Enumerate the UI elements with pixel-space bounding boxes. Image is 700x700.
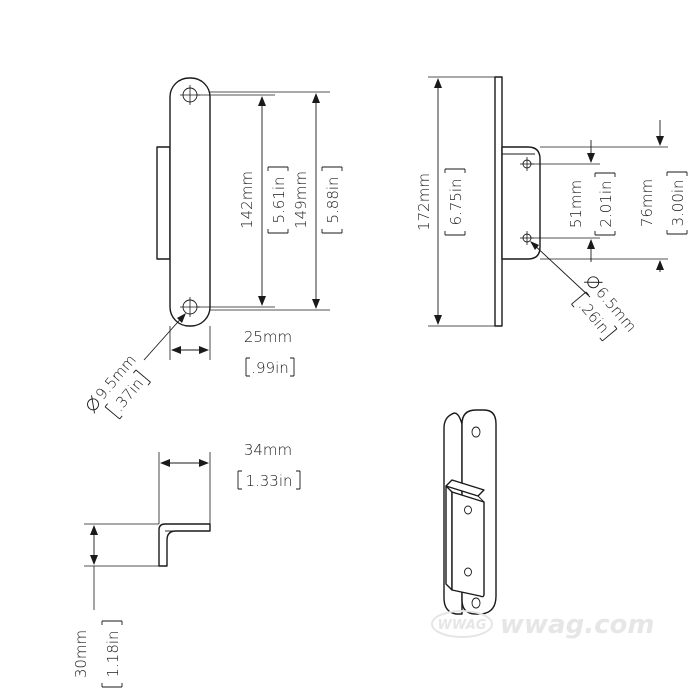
watermark-text: wwag.com (500, 610, 654, 640)
side-height-in: 6.75in (447, 178, 465, 225)
dim-top-height-in: 1.18in (101, 620, 123, 688)
side-view (428, 76, 668, 327)
iso-mount-top (445, 479, 485, 497)
iso-hole-2 (464, 505, 472, 515)
diameter-symbol-icon (87, 398, 99, 411)
front-hole-spacing-in: 5.61in (270, 176, 288, 223)
side-height-mm: 172mm (415, 173, 433, 231)
top-height-mm: 30mm (72, 630, 90, 678)
side-tab-length-mm: 76mm (638, 179, 656, 227)
front-overall-in: 5.88in (324, 176, 342, 223)
front-view-plate (169, 77, 211, 327)
dim-side-tab-length: 76mm (638, 179, 656, 227)
watermark-logo: WWAG (438, 618, 487, 633)
dim-front-hole-spacing: 142mm (238, 171, 256, 229)
watermark: WWAG wwag.com (431, 610, 654, 640)
dim-front-width-in: .99in (245, 357, 295, 377)
front-overall-mm: 149mm (292, 171, 310, 229)
front-view (143, 77, 330, 361)
watermark-logo-icon (431, 610, 493, 638)
diameter-symbol-icon-2 (587, 276, 600, 289)
front-width-mm: 25mm (244, 328, 292, 346)
side-view-plate-edge (494, 76, 503, 327)
dim-side-height: 172mm (415, 173, 433, 231)
isometric-view (443, 409, 497, 615)
side-tab-length-in: 3.00in (669, 179, 687, 226)
iso-mount-face (451, 491, 485, 598)
iso-hole-4 (471, 597, 481, 609)
dim-side-height-in: 6.75in (444, 168, 466, 236)
side-hole-spacing-in: 2.01in (597, 180, 615, 227)
front-view-mount-plate (156, 146, 171, 260)
iso-hole-3 (464, 567, 472, 577)
top-view-profile (158, 523, 211, 567)
top-depth-in: 1.33in (245, 472, 292, 490)
front-width-in: .99in (251, 359, 289, 377)
dim-side-hole-spacing-in: 2.01in (594, 172, 616, 236)
top-height-in: 1.18in (104, 630, 122, 677)
top-view (84, 452, 211, 610)
front-hole-spacing-mm: 142mm (238, 171, 256, 229)
top-depth-mm: 34mm (244, 441, 292, 459)
dim-top-depth-in: 1.33in (237, 470, 301, 490)
dim-front-hole-spacing-in: 5.61in (267, 166, 289, 234)
dim-side-hole-spacing: 51mm (567, 180, 585, 228)
dim-front-overall: 149mm (292, 171, 310, 229)
dim-side-tab-length-in: 3.00in (666, 171, 688, 235)
side-hole-spacing-mm: 51mm (567, 180, 585, 228)
dim-top-height: 30mm (72, 630, 90, 678)
dim-front-overall-in: 5.88in (321, 166, 343, 234)
iso-hole-1 (471, 426, 481, 438)
side-view-tab (501, 146, 541, 260)
iso-mount-side (445, 485, 453, 591)
